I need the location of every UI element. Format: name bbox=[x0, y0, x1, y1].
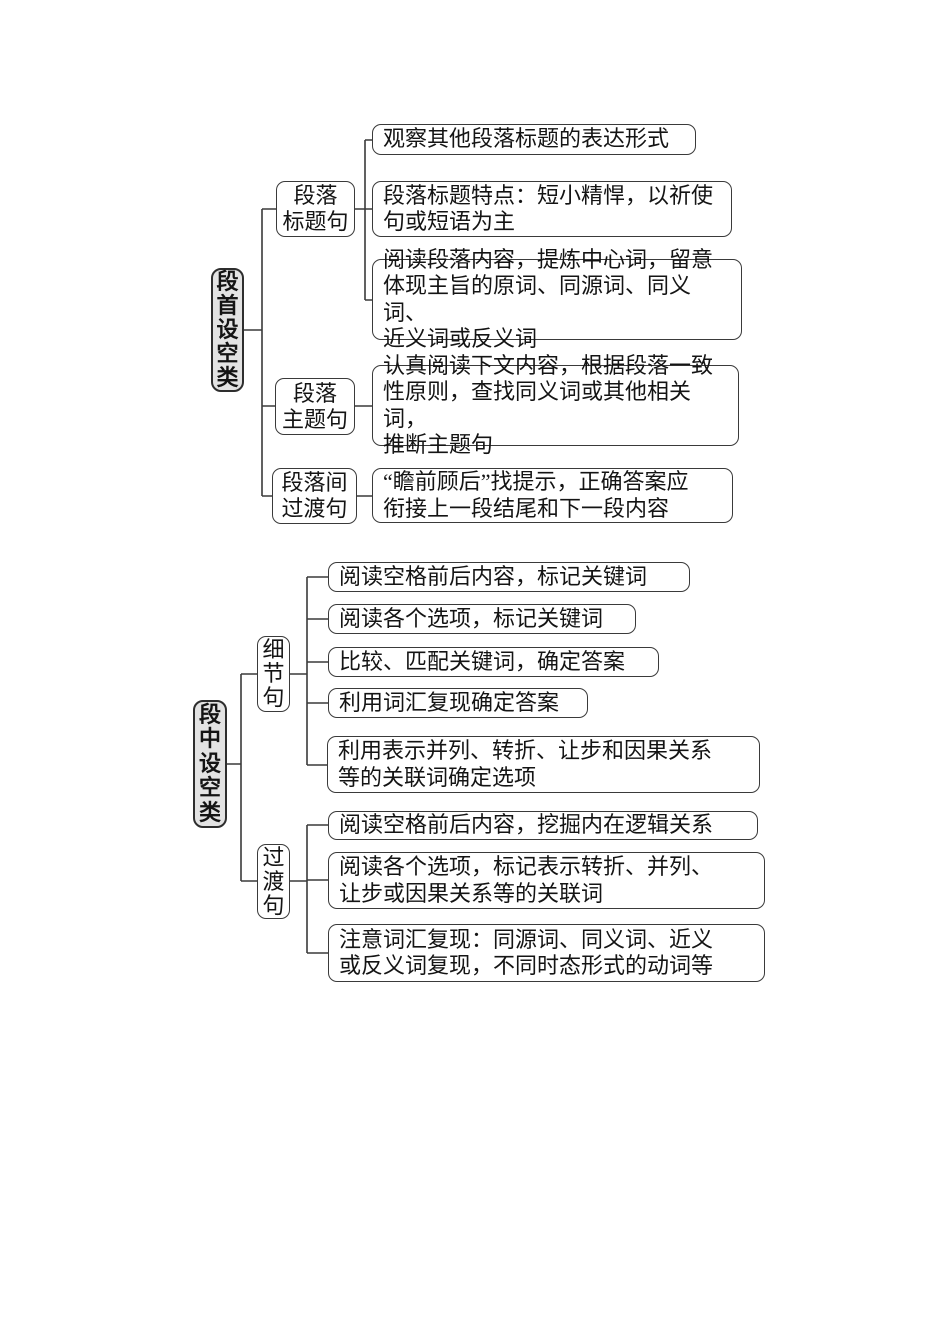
tree1-root-node: 段首设空类 bbox=[211, 268, 244, 392]
tree2-leaf-lexical-repetition: 利用词汇复现确定答案 bbox=[328, 688, 588, 718]
tree2-leaf-option-keywords: 阅读各个选项，标记关键词 bbox=[328, 604, 636, 634]
tree1-leaf-look-around: “瞻前顾后”找提示，正确答案应 衔接上一段结尾和下一段内容 bbox=[372, 468, 733, 523]
tree2-branch-transition-sentence: 过渡句 bbox=[257, 844, 290, 919]
tree1-leaf-topic-inference: 认真阅读下文内容，根据段落一致 性原则，查找同义词或其他相关词， 推断主题句 bbox=[372, 353, 739, 457]
tree2-leaf-mark-connectives: 阅读各个选项，标记表示转折、并列、 让步或因果关系等的关联词 bbox=[328, 852, 765, 909]
tree1-leaf-extract-keywords: 阅读段落内容，提炼中心词，留意 体现主旨的原词、同源词、同义词、 近义词或反义词 bbox=[372, 247, 742, 351]
tree2-branch-detail-sentence: 细节句 bbox=[257, 636, 290, 712]
tree1-leaf-observe-titles: 观察其他段落标题的表达形式 bbox=[372, 124, 696, 155]
tree1-branch-paragraph-title: 段落 标题句 bbox=[276, 181, 355, 237]
tree2-leaf-connectives-choose: 利用表示并列、转折、让步和因果关系 等的关联词确定选项 bbox=[327, 736, 760, 793]
tree2-leaf-context-keywords: 阅读空格前后内容，标记关键词 bbox=[328, 562, 690, 592]
tree2-leaf-note-repetition: 注意词汇复现：同源词、同义词、近义 或反义词复现，不同时态形式的动词等 bbox=[328, 924, 765, 982]
tree2-leaf-compare-match: 比较、匹配关键词，确定答案 bbox=[328, 647, 659, 677]
tree2-leaf-logic-relation: 阅读空格前后内容，挖掘内在逻辑关系 bbox=[328, 811, 758, 840]
tree1-branch-transition-between: 段落间 过渡句 bbox=[272, 468, 357, 524]
tree1-leaf-title-features: 段落标题特点：短小精悍，以祈使 句或短语为主 bbox=[372, 181, 732, 237]
tree1-branch-paragraph-topic: 段落 主题句 bbox=[275, 378, 355, 435]
tree2-root-node: 段中设空类 bbox=[193, 700, 227, 828]
